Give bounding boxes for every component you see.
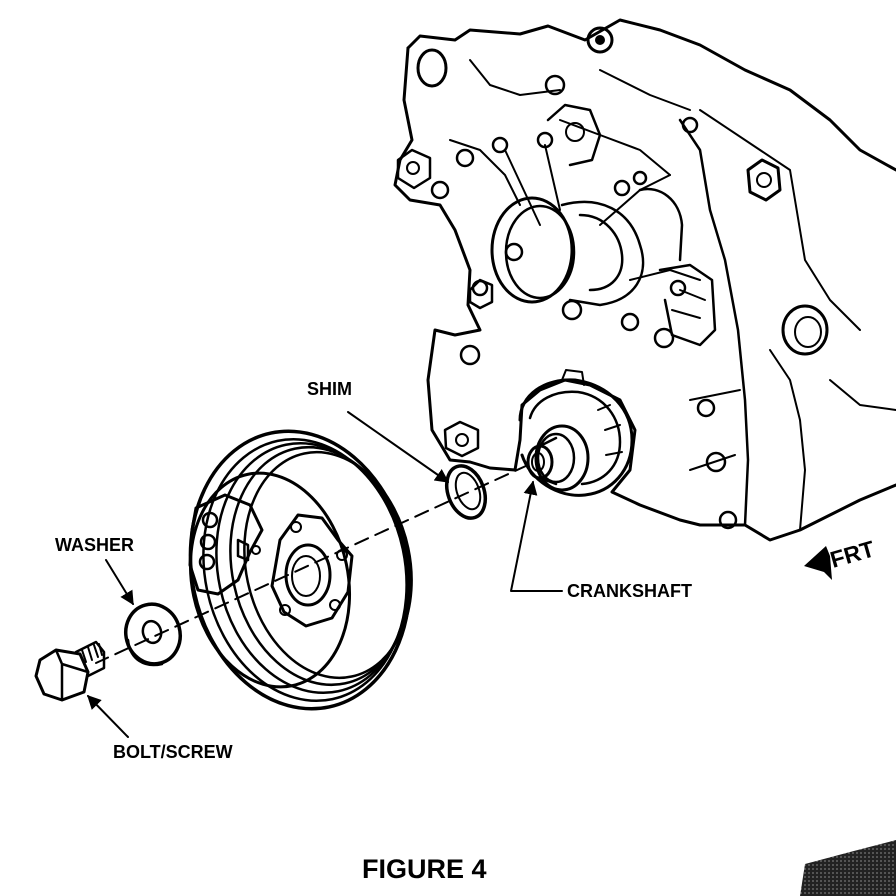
bolt-leader [87, 694, 129, 738]
arrow-left-icon [804, 546, 832, 580]
washer [124, 602, 182, 667]
front-label: FRT [827, 535, 877, 572]
crankshaft-leader [510, 480, 563, 592]
crankshaft-pulley [188, 429, 413, 711]
washer-leader [105, 559, 134, 606]
crankshaft-label: CRANKSHAFT [567, 581, 692, 601]
corner-shading [800, 840, 896, 896]
shim [444, 464, 488, 520]
engine-block [393, 18, 896, 542]
center-axis-line [95, 464, 529, 664]
timing-cover [518, 369, 634, 497]
washer-label: WASHER [55, 535, 134, 555]
bolt-screw [34, 640, 106, 702]
shim-label: SHIM [307, 379, 352, 399]
front-indicator: FRT [804, 535, 877, 580]
bolt-screw-label: BOLT/SCREW [113, 742, 233, 762]
water-pump [430, 74, 717, 347]
shim-leader [347, 411, 450, 483]
figure-caption: FIGURE 4 [362, 854, 487, 884]
